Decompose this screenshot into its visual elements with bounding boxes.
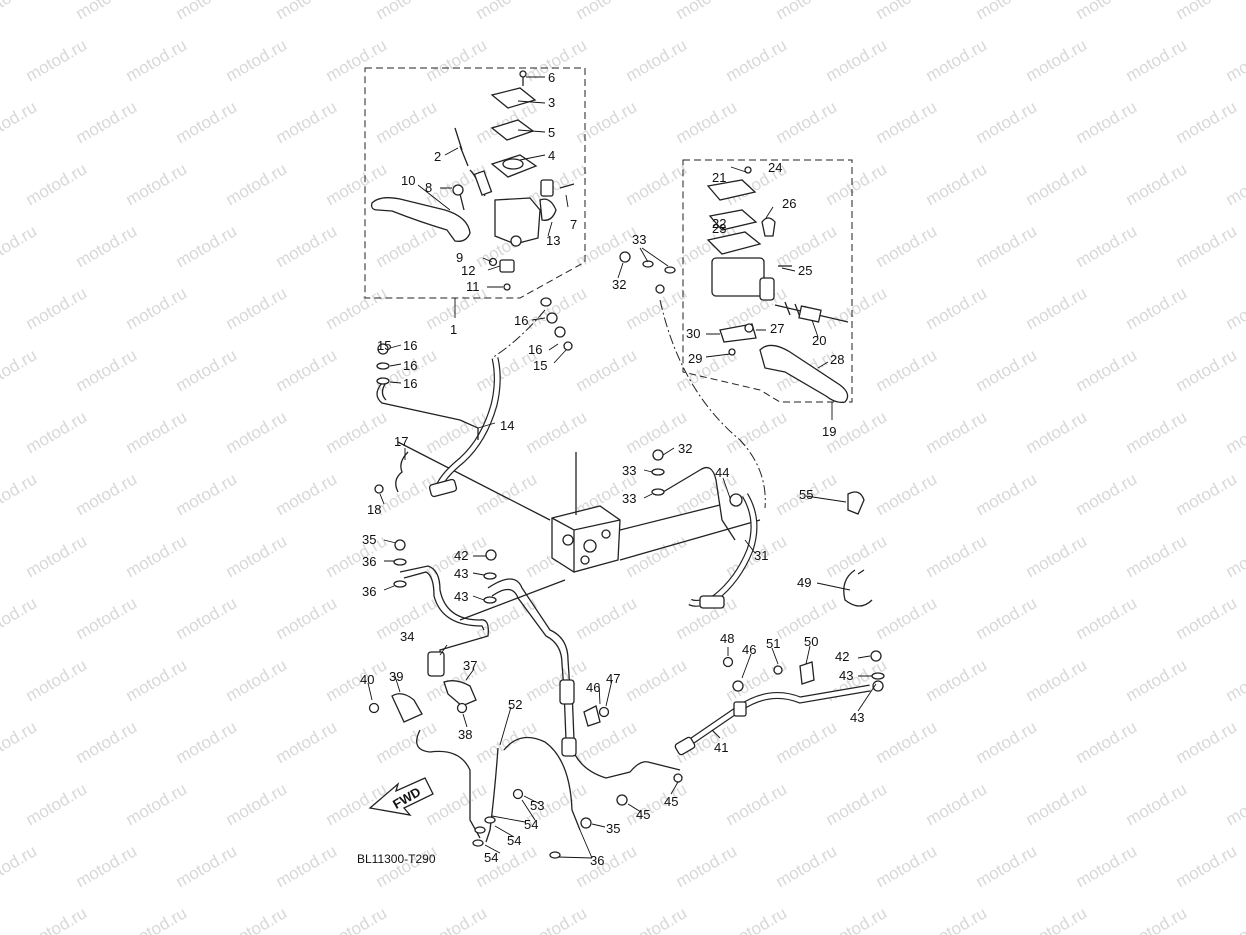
part-callout-54: 54 — [524, 817, 538, 832]
brake-lines — [368, 299, 884, 843]
leader-lines — [367, 76, 877, 859]
part-callout-36: 36 — [362, 554, 376, 569]
part-callout-43: 43 — [454, 566, 468, 581]
part-callout-46: 46 — [742, 642, 756, 657]
part-callout-41: 41 — [714, 740, 728, 755]
part-callout-3: 3 — [548, 95, 555, 110]
part-callout-26: 26 — [782, 196, 796, 211]
part-callout-11: 11 — [466, 279, 480, 294]
part-callout-46: 46 — [586, 680, 600, 695]
part-callout-45: 45 — [664, 794, 678, 809]
fasteners — [374, 251, 885, 859]
part-callout-52: 52 — [508, 697, 522, 712]
part-callout-51: 51 — [766, 636, 780, 651]
part-callout-36: 36 — [362, 584, 376, 599]
part-callout-6: 6 — [548, 70, 555, 85]
part-callout-33: 33 — [622, 463, 636, 478]
part-callout-7: 7 — [570, 217, 577, 232]
part-callout-33: 33 — [622, 491, 636, 506]
part-callout-20: 20 — [812, 333, 826, 348]
part-callout-43: 43 — [850, 710, 864, 725]
part-callout-16: 16 — [514, 313, 528, 328]
part-callout-45: 45 — [636, 807, 650, 822]
part-callout-24: 24 — [768, 160, 782, 175]
part-callout-43: 43 — [454, 589, 468, 604]
part-callout-35: 35 — [606, 821, 620, 836]
part-callout-13: 13 — [546, 233, 560, 248]
part-callout-8: 8 — [425, 180, 432, 195]
part-callout-32: 32 — [612, 277, 626, 292]
part-callout-10: 10 — [401, 173, 415, 188]
part-callout-38: 38 — [458, 727, 472, 742]
part-callout-36: 36 — [590, 853, 604, 868]
part-callout-2: 2 — [434, 149, 441, 164]
part-callout-40: 40 — [360, 672, 374, 687]
part-callout-34: 34 — [400, 629, 414, 644]
part-callout-21: 21 — [712, 170, 726, 185]
part-callout-30: 30 — [686, 326, 700, 341]
part-callout-28: 28 — [830, 352, 844, 367]
part-callout-42: 42 — [454, 548, 468, 563]
part-callout-23: 23 — [712, 221, 726, 236]
part-callout-35: 35 — [362, 532, 376, 547]
part-callout-4: 4 — [548, 148, 555, 163]
part-callout-14: 14 — [500, 418, 514, 433]
part-callout-18: 18 — [367, 502, 381, 517]
part-callout-16: 16 — [403, 358, 417, 373]
diagram-code: BL11300-T290 — [357, 852, 436, 866]
part-callout-16: 16 — [403, 376, 417, 391]
part-callout-32: 32 — [678, 441, 692, 456]
abs-hydraulic-unit — [397, 441, 761, 621]
part-callout-15: 15 — [533, 358, 547, 373]
part-callout-42: 42 — [835, 649, 849, 664]
part-callout-17: 17 — [394, 434, 408, 449]
part-callout-53: 53 — [530, 798, 544, 813]
part-callout-16: 16 — [528, 342, 542, 357]
front-master-cylinder-group — [364, 67, 586, 318]
part-callout-15: 15 — [377, 338, 391, 353]
part-callout-55: 55 — [799, 487, 813, 502]
part-callout-25: 25 — [798, 263, 812, 278]
part-callout-43: 43 — [839, 668, 853, 683]
part-callout-labels: 1234567891011121314151516161616161718192… — [360, 70, 864, 868]
part-callout-48: 48 — [720, 631, 734, 646]
part-callout-5: 5 — [548, 125, 555, 140]
part-callout-29: 29 — [688, 351, 702, 366]
part-callout-47: 47 — [606, 671, 620, 686]
part-callout-12: 12 — [461, 263, 475, 278]
part-callout-44: 44 — [715, 465, 729, 480]
rear-master-cylinder-group — [682, 159, 853, 420]
part-callout-50: 50 — [804, 634, 818, 649]
part-callout-39: 39 — [389, 669, 403, 684]
part-callout-31: 31 — [754, 548, 768, 563]
part-callout-49: 49 — [797, 575, 811, 590]
fwd-arrow-icon — [368, 777, 434, 816]
part-callout-16: 16 — [403, 338, 417, 353]
part-callout-33: 33 — [632, 232, 646, 247]
part-callout-22: 22 — [712, 216, 726, 231]
part-callout-54: 54 — [507, 833, 521, 848]
part-callout-19: 19 — [822, 424, 836, 439]
part-callout-54: 54 — [484, 850, 498, 865]
part-callout-37: 37 — [463, 658, 477, 673]
part-callout-9: 9 — [456, 250, 463, 265]
part-callout-1: 1 — [450, 322, 457, 337]
part-callout-27: 27 — [770, 321, 784, 336]
